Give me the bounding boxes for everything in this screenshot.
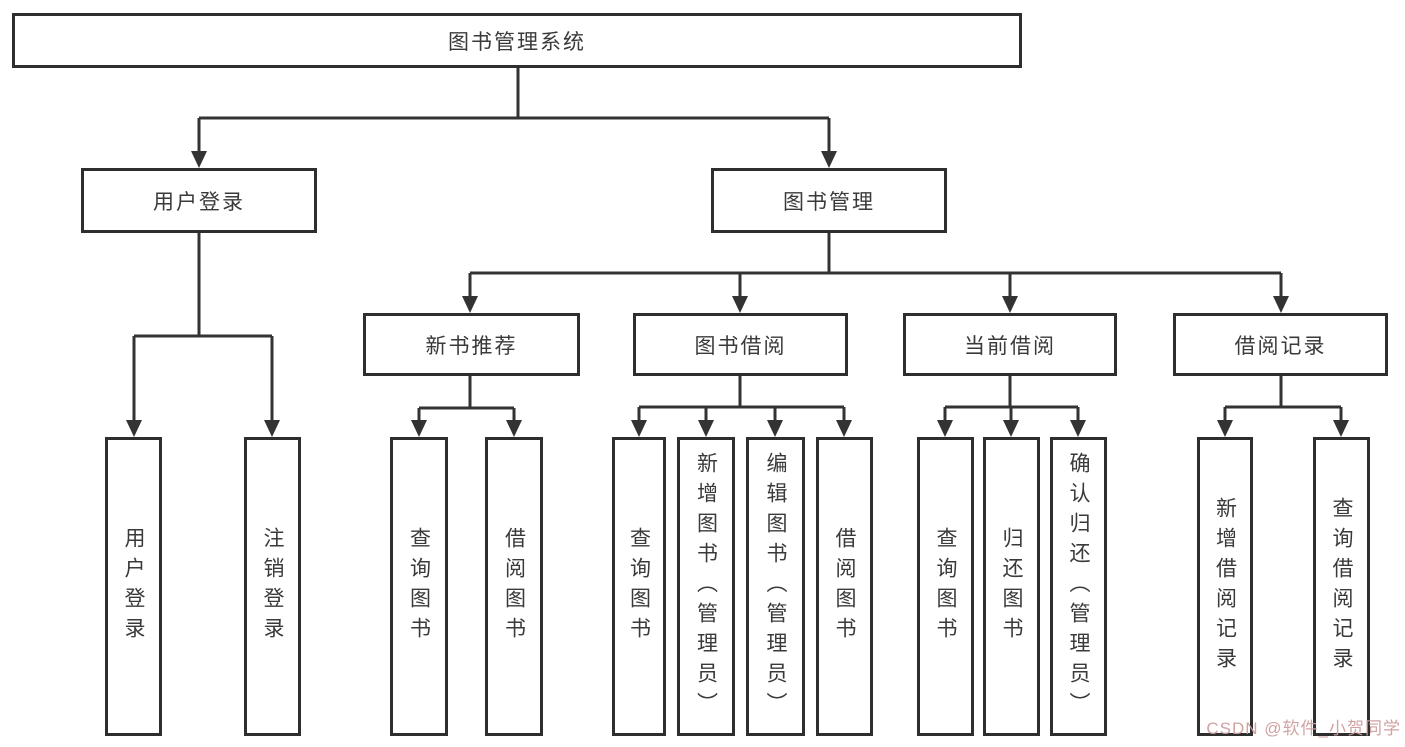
- leaf-newbook-borrow: 借阅图书: [485, 437, 543, 736]
- leaf-current-confirm-admin-label: 确认归还（管理员）: [1067, 451, 1090, 722]
- leaf-current-confirm-admin: 确认归还（管理员）: [1050, 437, 1107, 736]
- node-borrow-records: 借阅记录: [1173, 313, 1388, 376]
- node-new-book-recommend: 新书推荐: [363, 313, 580, 376]
- leaf-logout: 注销登录: [244, 437, 301, 736]
- node-root-label: 图书管理系统: [448, 30, 586, 54]
- node-book-borrow: 图书借阅: [633, 313, 848, 376]
- node-new-book-recommend-label: 新书推荐: [425, 334, 518, 358]
- node-current-borrow: 当前借阅: [903, 313, 1117, 376]
- leaf-borrow-query: 查询图书: [612, 437, 666, 736]
- leaf-newbook-borrow-label: 借阅图书: [502, 526, 526, 647]
- leaf-borrow-query-label: 查询图书: [627, 526, 651, 647]
- node-book-borrow-label: 图书借阅: [694, 334, 787, 358]
- leaf-current-return-label: 归还图书: [1000, 526, 1023, 647]
- leaf-borrow-add-admin-label: 新增图书（管理员）: [694, 451, 718, 722]
- node-current-borrow-label: 当前借阅: [964, 334, 1056, 358]
- leaf-borrow-add-admin: 新增图书（管理员）: [677, 437, 735, 736]
- leaf-newbook-query-label: 查询图书: [407, 526, 431, 647]
- leaf-record-query-label: 查询借阅记录: [1330, 496, 1353, 677]
- node-book-management-label: 图书管理: [783, 190, 875, 214]
- leaf-user-login-label: 用户登录: [122, 526, 145, 647]
- leaf-user-login: 用户登录: [105, 437, 162, 736]
- node-book-management: 图书管理: [711, 168, 947, 233]
- leaf-borrow-edit-admin-label: 编辑图书（管理员）: [764, 451, 787, 722]
- leaf-borrow-edit-admin: 编辑图书（管理员）: [746, 437, 805, 736]
- leaf-borrow-book: 借阅图书: [816, 437, 873, 736]
- node-root: 图书管理系统: [12, 13, 1022, 68]
- leaf-record-query: 查询借阅记录: [1313, 437, 1370, 736]
- csdn-watermark: CSDN @软件_小贺同学: [1206, 719, 1401, 738]
- leaf-current-return: 归还图书: [983, 437, 1040, 736]
- leaf-borrow-book-label: 借阅图书: [833, 526, 856, 647]
- leaf-current-query: 查询图书: [917, 437, 974, 736]
- node-borrow-records-label: 借阅记录: [1234, 334, 1327, 358]
- node-user-login: 用户登录: [81, 168, 317, 233]
- leaf-current-query-label: 查询图书: [934, 526, 957, 647]
- leaf-record-add-label: 新增借阅记录: [1213, 496, 1237, 677]
- node-user-login-label: 用户登录: [153, 190, 245, 214]
- leaf-logout-label: 注销登录: [261, 526, 284, 647]
- leaf-newbook-query: 查询图书: [390, 437, 448, 736]
- leaf-record-add: 新增借阅记录: [1197, 437, 1253, 736]
